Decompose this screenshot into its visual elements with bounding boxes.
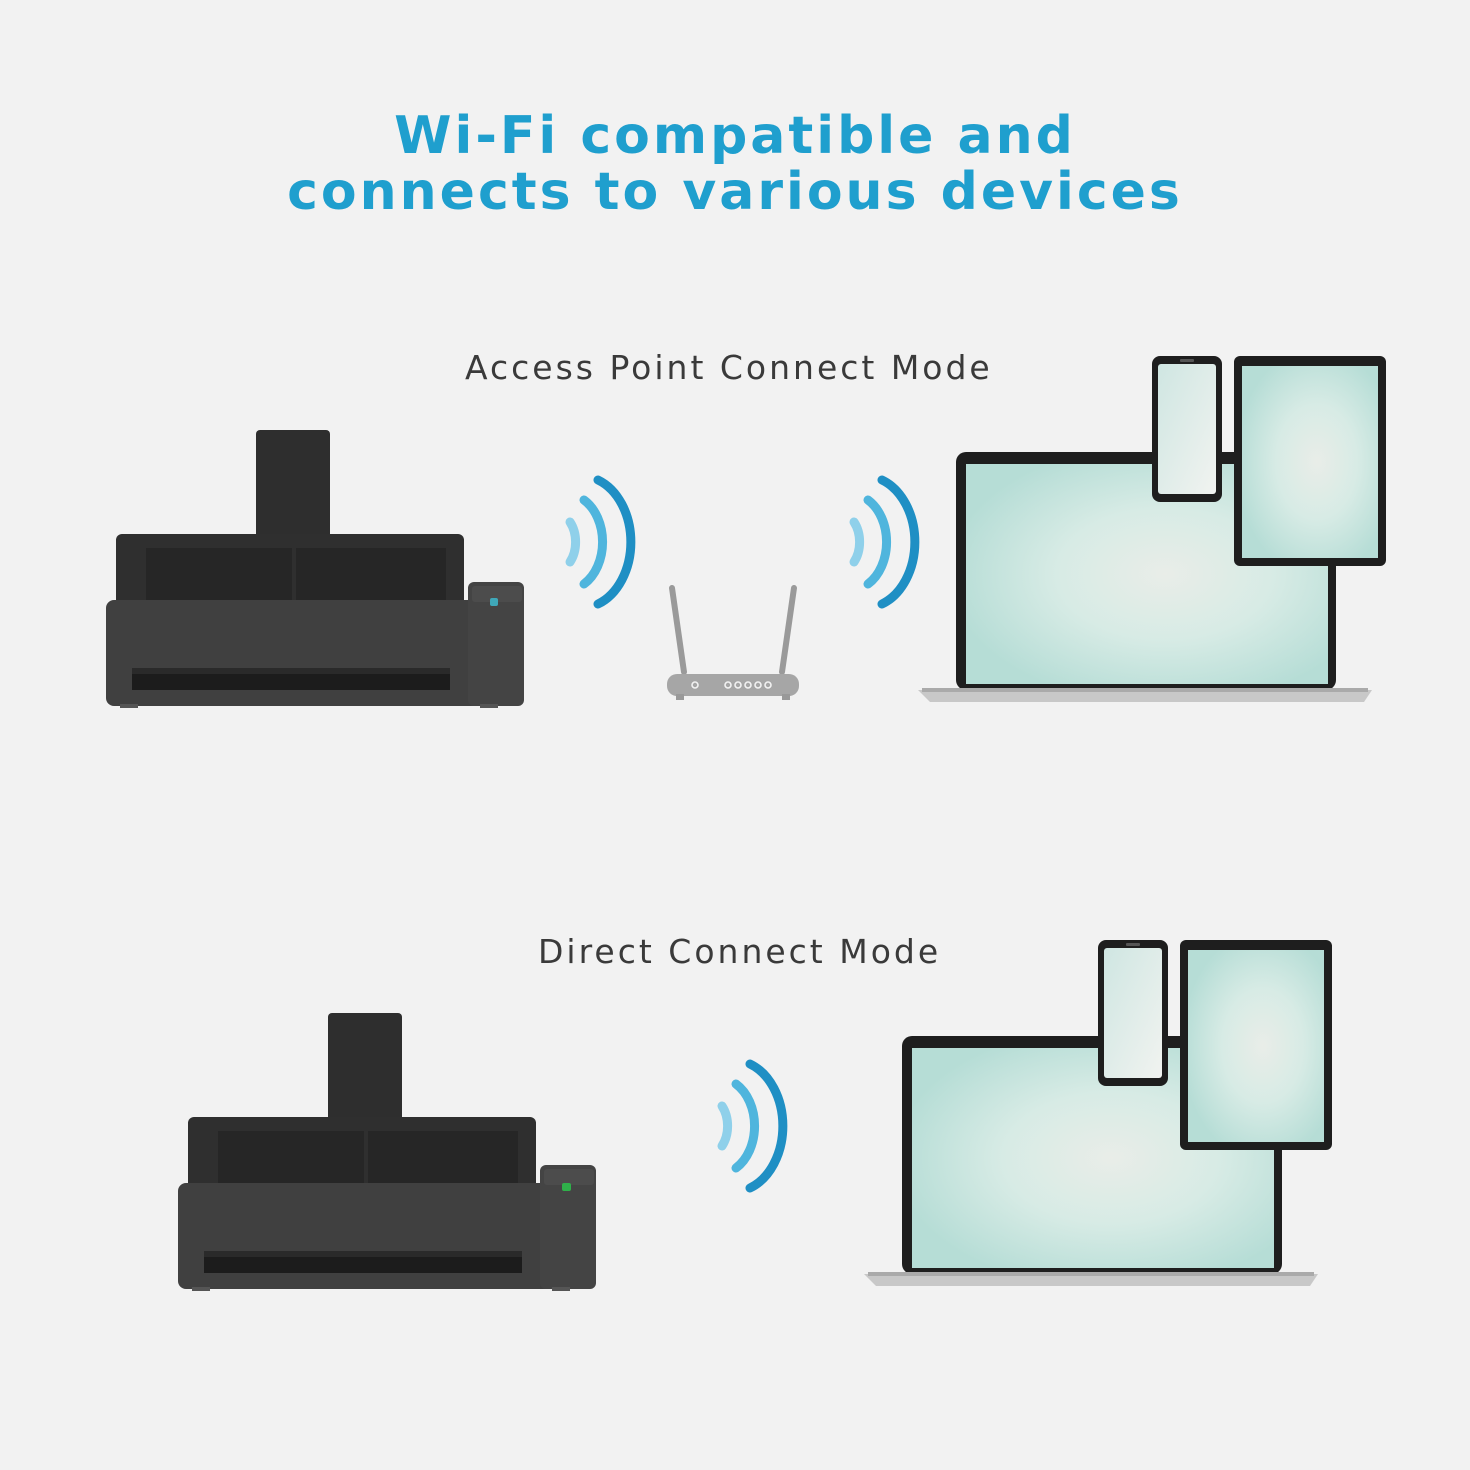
wifi-waves-icon-3 <box>722 1064 783 1188</box>
title-line-2: connects to various devices <box>287 162 1183 222</box>
page-title: Wi-Fi compatible and connects to various… <box>0 108 1470 220</box>
scanner-icon-1 <box>106 430 524 708</box>
mode-label-direct: Direct Connect Mode <box>538 932 942 971</box>
devices-group-2 <box>864 940 1332 1286</box>
scanner-icon-2 <box>178 1013 596 1291</box>
wifi-waves-icon-1 <box>570 480 631 604</box>
title-line-1: Wi-Fi compatible and <box>394 106 1076 166</box>
router-icon <box>667 585 799 700</box>
mode-label-access-point: Access Point Connect Mode <box>465 348 993 387</box>
devices-group-1 <box>918 356 1386 702</box>
wifi-waves-icon-2 <box>854 480 915 604</box>
